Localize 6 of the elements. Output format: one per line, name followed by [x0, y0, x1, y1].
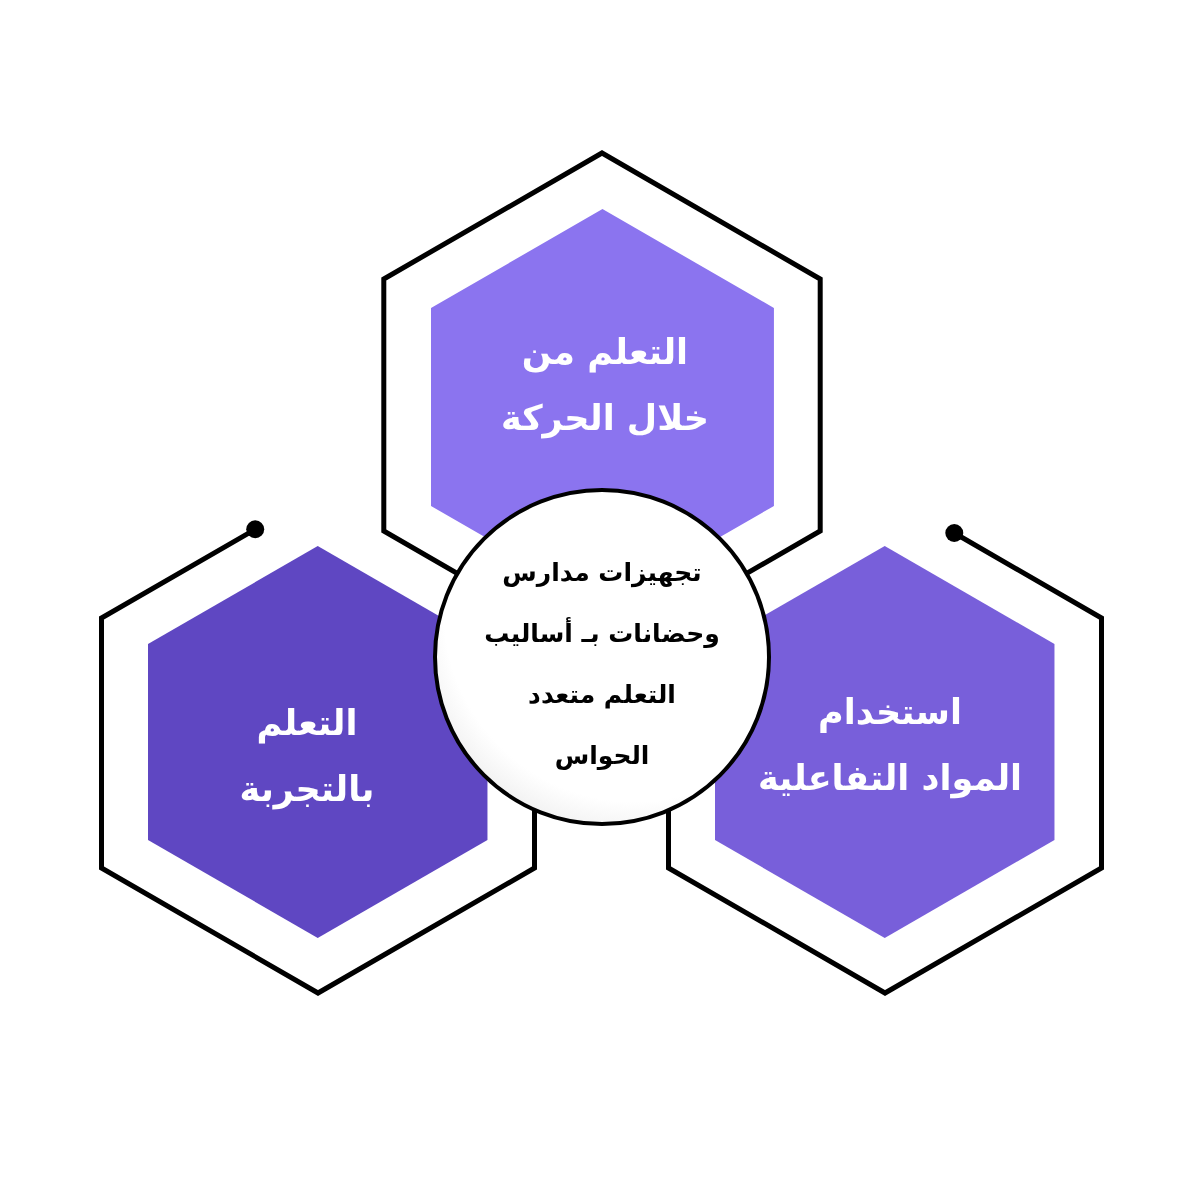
hexagon-shape [430, 209, 774, 538]
hexagon-label: التعلم من خلال الحركة [499, 331, 710, 441]
hexagon-label: استخدام المواد التفاعلية [756, 691, 1024, 801]
hexagon-shape [148, 546, 488, 938]
hexagon-label: التعلم بالتجربة [238, 702, 376, 812]
circle-label: تجهيزات مدارس وحضانات بـ أساليب التعلم متعدد الحواس [483, 557, 721, 772]
